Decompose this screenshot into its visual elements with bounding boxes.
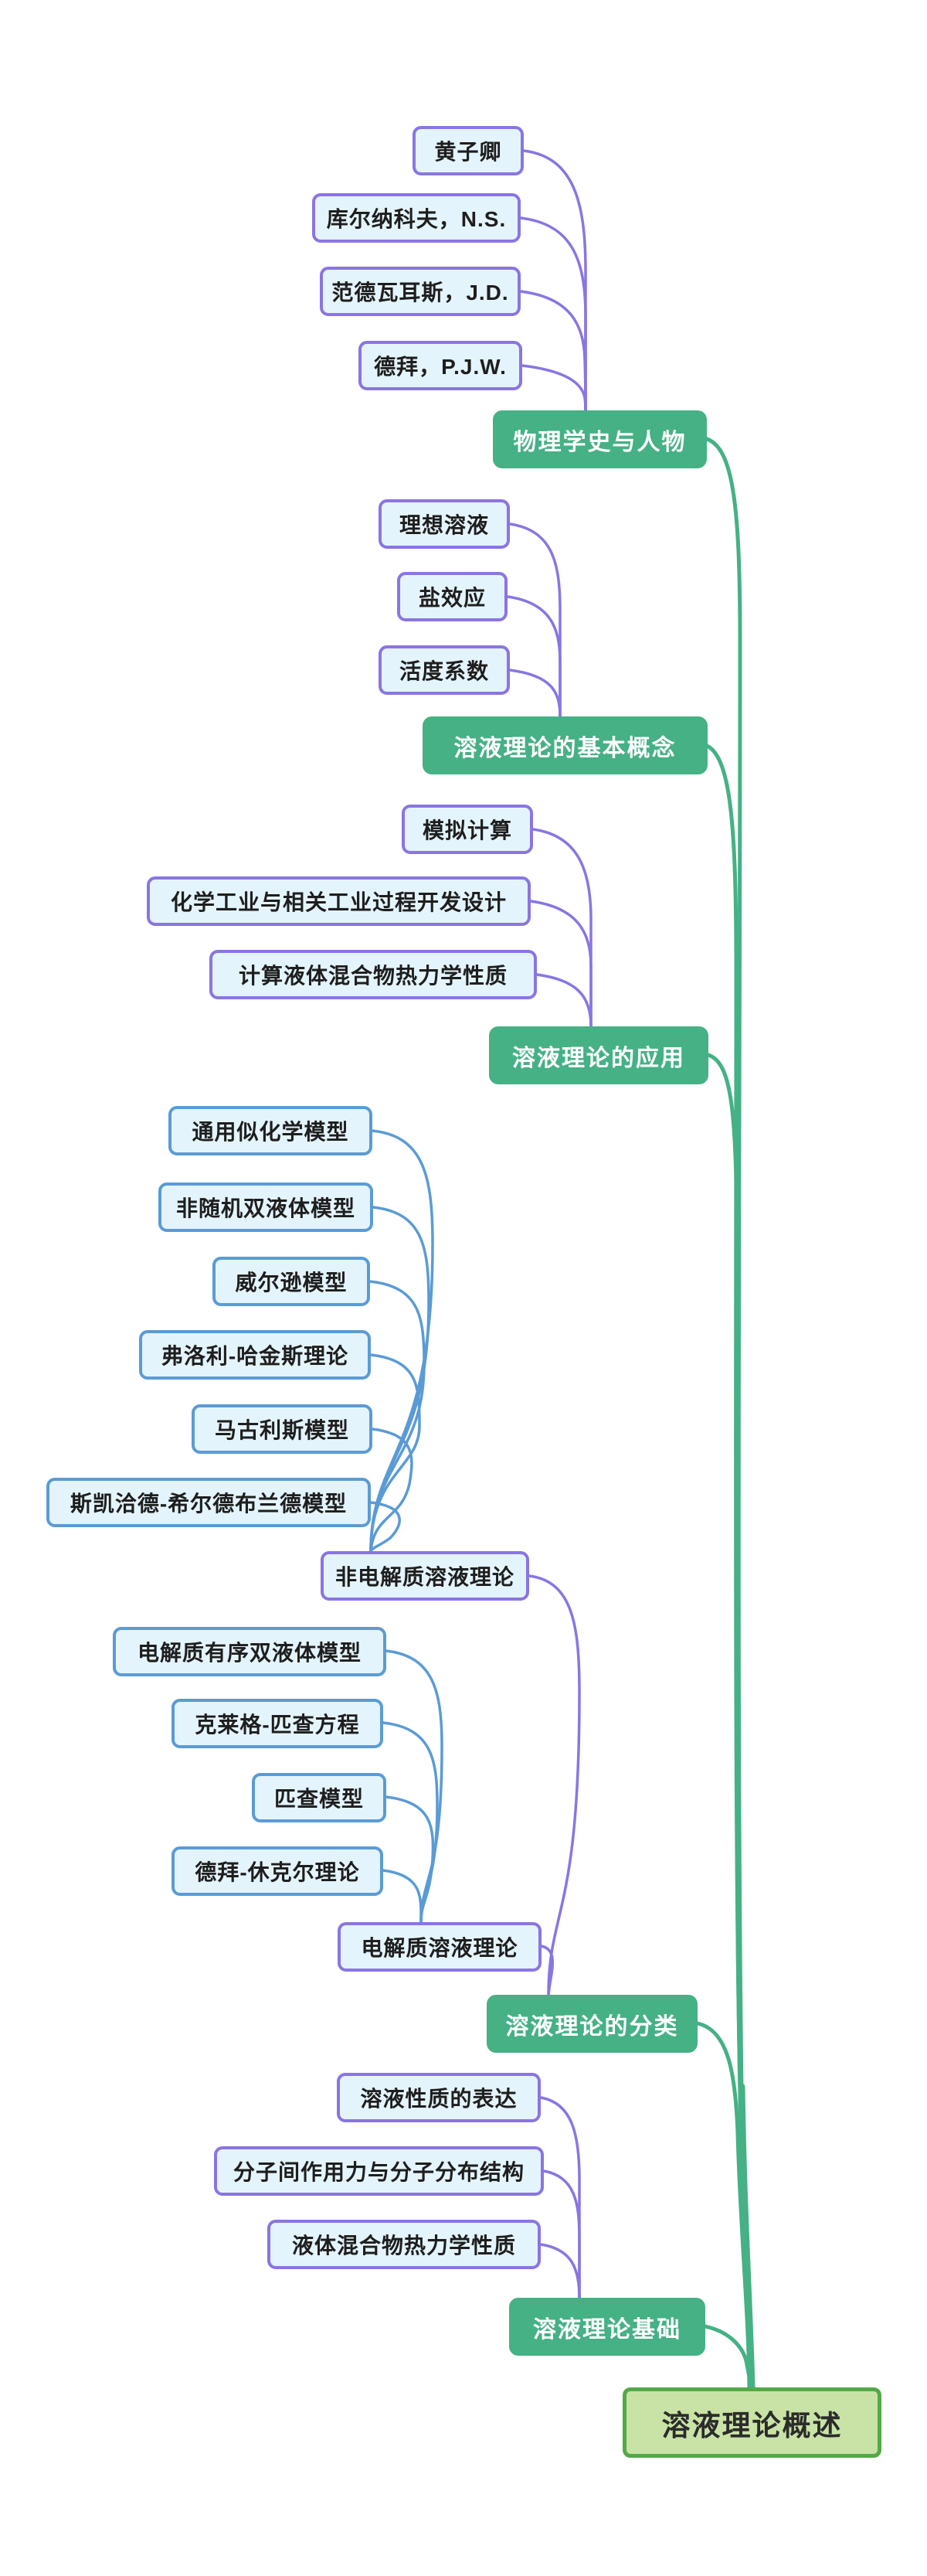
node-uniquac-model[interactable]: 通用似化学模型 [168, 1106, 372, 1155]
node-label: 通用似化学模型 [192, 1120, 349, 1144]
node-nrtl-model[interactable]: 非随机双液体模型 [158, 1183, 373, 1232]
node-van-der-waals[interactable]: 范德瓦耳斯，J.D. [320, 267, 521, 316]
node-label: 非电解质溶液理论 [334, 1565, 514, 1589]
topic-label: 溶液理论的应用 [512, 1045, 685, 1071]
node-debye-huckel-theory[interactable]: 德拜-休克尔理论 [171, 1846, 383, 1896]
connector-non-electrolyte [528, 1574, 581, 1996]
connector-activity-coefficient [508, 669, 562, 718]
node-label: 活度系数 [399, 659, 489, 683]
node-root-solution-theory-overview[interactable]: 溶液理论概述 [623, 2387, 881, 2458]
connector-electrolyte [540, 1945, 554, 1996]
connector-topic-history [705, 437, 755, 2390]
connector-van-der-waals [519, 290, 587, 412]
connector-group-blue [368, 1129, 443, 1924]
node-label: 范德瓦耳斯，J.D. [331, 281, 509, 305]
topic-physics-history[interactable]: 物理学史与人物 [493, 410, 707, 468]
node-intermolecular-forces[interactable]: 分子间作用力与分子分布结构 [214, 2146, 544, 2196]
node-kurnakov[interactable]: 库尔纳科夫，N.S. [312, 193, 521, 243]
topic-label: 物理学史与人物 [513, 429, 687, 455]
node-property-expression[interactable]: 溶液性质的表达 [337, 2073, 541, 2122]
node-label: 溶液性质的表达 [360, 2087, 518, 2111]
connector-trunk [738, 2083, 756, 2391]
root-label: 溶液理论概述 [661, 2409, 843, 2442]
node-label: 黄子卿 [434, 140, 502, 164]
node-label: 非随机双液体模型 [175, 1196, 355, 1220]
connector-compute-properties [535, 973, 593, 1028]
connector-topic-foundations [703, 2324, 752, 2390]
node-label: 马古利斯模型 [214, 1418, 349, 1442]
node-liquid-mixture-thermo-properties[interactable]: 液体混合物热力学性质 [267, 2220, 541, 2269]
node-label: 理想溶液 [399, 513, 489, 537]
connector-debye-huckel [382, 1869, 423, 1924]
node-debye-person[interactable]: 德拜，P.J.W. [358, 341, 522, 390]
node-label: 盐效应 [418, 586, 486, 610]
node-scatchard-hildebrand-model[interactable]: 斯凯洽德-希尔德布兰德模型 [46, 1478, 371, 1527]
node-label: 匹查模型 [273, 1787, 364, 1811]
node-non-electrolyte-theory[interactable]: 非电解质溶液理论 [321, 1551, 529, 1601]
node-label: 克莱格-匹查方程 [195, 1713, 360, 1737]
topic-foundations[interactable]: 溶液理论基础 [509, 2298, 705, 2356]
node-huang-ziqing[interactable]: 黄子卿 [413, 126, 524, 175]
connector-chemical-industry [529, 900, 593, 1028]
connector-wilson [368, 1280, 426, 1553]
node-wilson-model[interactable]: 威尔逊模型 [212, 1257, 370, 1306]
connector-group-purple [506, 149, 593, 2299]
node-salt-effect[interactable]: 盐效应 [397, 572, 508, 621]
node-label: 计算液体混合物热力学性质 [238, 964, 508, 988]
node-clegg-pitzer-equation[interactable]: 克莱格-匹查方程 [171, 1699, 383, 1748]
node-flory-huggins-theory[interactable]: 弗洛利-哈金斯理论 [139, 1330, 371, 1380]
connector-pitzer [385, 1795, 435, 1924]
connector-margules [369, 1428, 413, 1553]
node-label: 弗洛利-哈金斯理论 [161, 1344, 349, 1368]
node-label: 电解质有序双液体模型 [137, 1641, 362, 1665]
connector-liquid-mixture-basis [539, 2243, 581, 2299]
node-label: 化学工业与相关工业过程开发设计 [170, 890, 507, 914]
node-ideal-solution[interactable]: 理想溶液 [379, 499, 510, 549]
node-electrolyte-nrtl-model[interactable]: 电解质有序双液体模型 [113, 1627, 386, 1676]
topic-label: 溶液理论的基本概念 [453, 735, 677, 761]
topic-label: 溶液理论的分类 [505, 2013, 679, 2040]
node-activity-coefficient[interactable]: 活度系数 [379, 645, 510, 695]
node-margules-model[interactable]: 马古利斯模型 [192, 1404, 372, 1454]
node-label: 威尔逊模型 [235, 1271, 348, 1295]
node-chemical-industry-design[interactable]: 化学工业与相关工业过程开发设计 [147, 876, 531, 926]
node-label: 斯凯洽德-希尔德布兰德模型 [70, 1492, 348, 1516]
node-compute-liquid-mixture-properties[interactable]: 计算液体混合物热力学性质 [209, 950, 537, 999]
node-electrolyte-theory[interactable]: 电解质溶液理论 [338, 1922, 542, 1972]
connector-salt-effect [506, 595, 562, 718]
topic-label: 溶液理论基础 [533, 2316, 681, 2343]
node-label: 液体混合物热力学性质 [291, 2234, 516, 2258]
topic-applications[interactable]: 溶液理论的应用 [489, 1026, 708, 1084]
connector-group-green [695, 437, 756, 2391]
node-label: 模拟计算 [422, 818, 512, 842]
topic-basic-concepts[interactable]: 溶液理论的基本概念 [423, 716, 708, 774]
connector-scatchard-hildebrand [369, 1501, 401, 1553]
node-label: 德拜，P.J.W. [374, 355, 507, 379]
node-label: 德拜-休克尔理论 [195, 1860, 360, 1884]
topic-classification[interactable]: 溶液理论的分类 [487, 1995, 698, 2053]
connector-flory-huggins [369, 1353, 421, 1553]
node-simulation[interactable]: 模拟计算 [402, 805, 533, 854]
connector-intermolecular [542, 2169, 581, 2299]
node-label: 分子间作用力与分子分布结构 [233, 2160, 525, 2184]
node-pitzer-model[interactable]: 匹查模型 [252, 1773, 386, 1822]
node-label: 库尔纳科夫，N.S. [326, 207, 507, 231]
connector-electrolyte-nrtl [385, 1649, 443, 1924]
connector-debye-person [521, 364, 587, 412]
node-label: 电解质溶液理论 [361, 1936, 518, 1960]
